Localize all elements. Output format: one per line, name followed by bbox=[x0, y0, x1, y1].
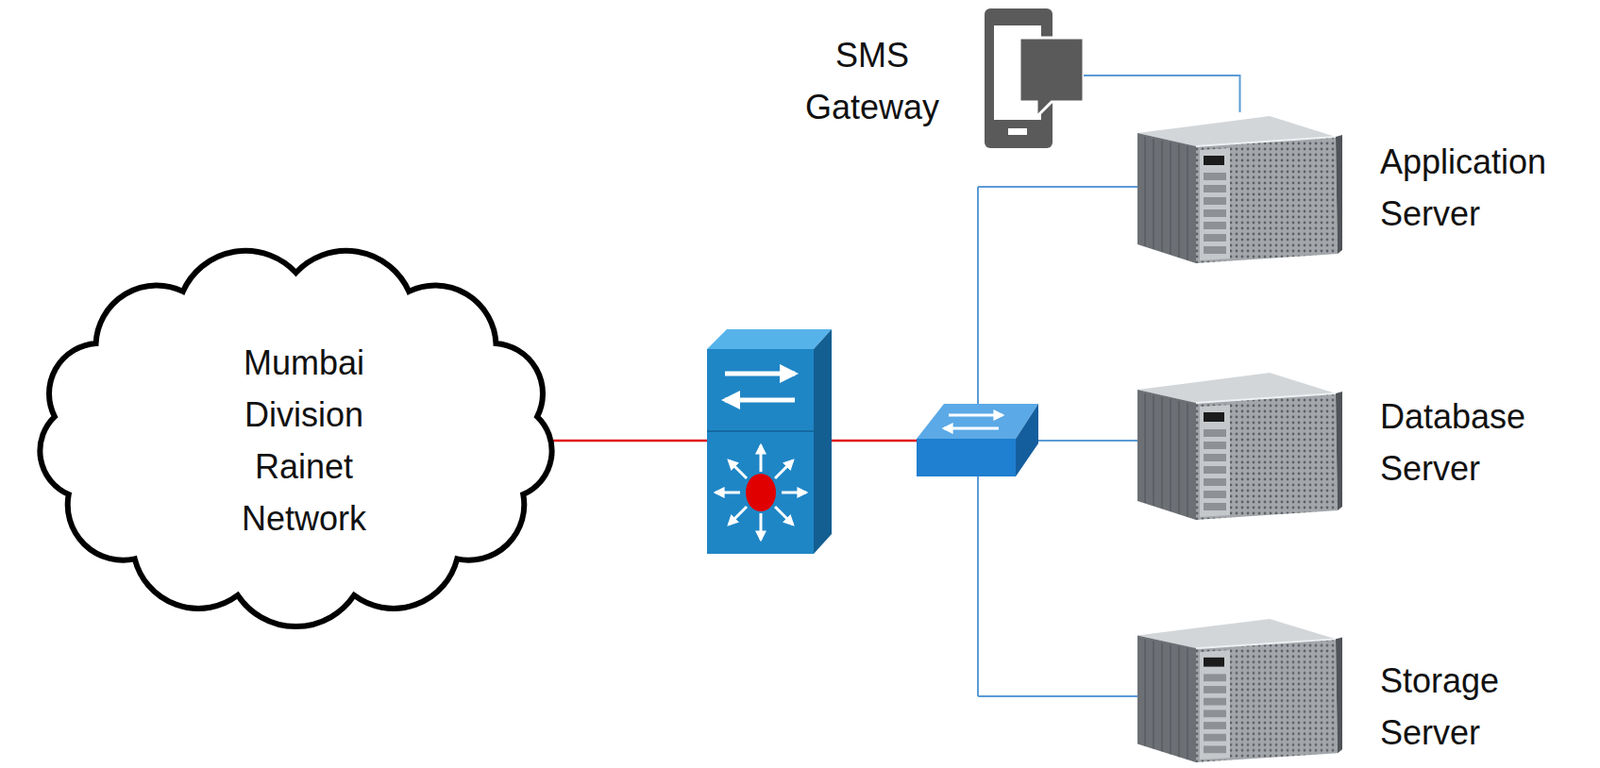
server-label: Storage Server bbox=[1380, 655, 1579, 759]
connector-line bbox=[1083, 75, 1241, 113]
network-cloud: Mumbai Division Rainet Network bbox=[15, 235, 577, 639]
sms-phone-icon bbox=[984, 8, 1084, 149]
router-icon bbox=[707, 329, 832, 555]
cloud-outline bbox=[15, 235, 577, 639]
switch-icon bbox=[916, 404, 1039, 477]
server-image bbox=[1137, 369, 1343, 521]
server-image bbox=[1137, 112, 1343, 264]
server-image bbox=[1137, 615, 1343, 763]
server-label: Database Server bbox=[1380, 390, 1579, 495]
server-node: Database Server bbox=[1137, 369, 1343, 521]
gateway-label: SMS Gateway bbox=[787, 29, 958, 134]
server-label: Application Server bbox=[1380, 135, 1579, 240]
gateway-node: SMS Gateway bbox=[984, 8, 1084, 149]
red-link bbox=[551, 439, 708, 443]
server-node: Storage Server bbox=[1137, 615, 1343, 763]
server-node: Application Server bbox=[1137, 112, 1343, 264]
network-label: Mumbai Division Rainet Network bbox=[204, 336, 404, 545]
